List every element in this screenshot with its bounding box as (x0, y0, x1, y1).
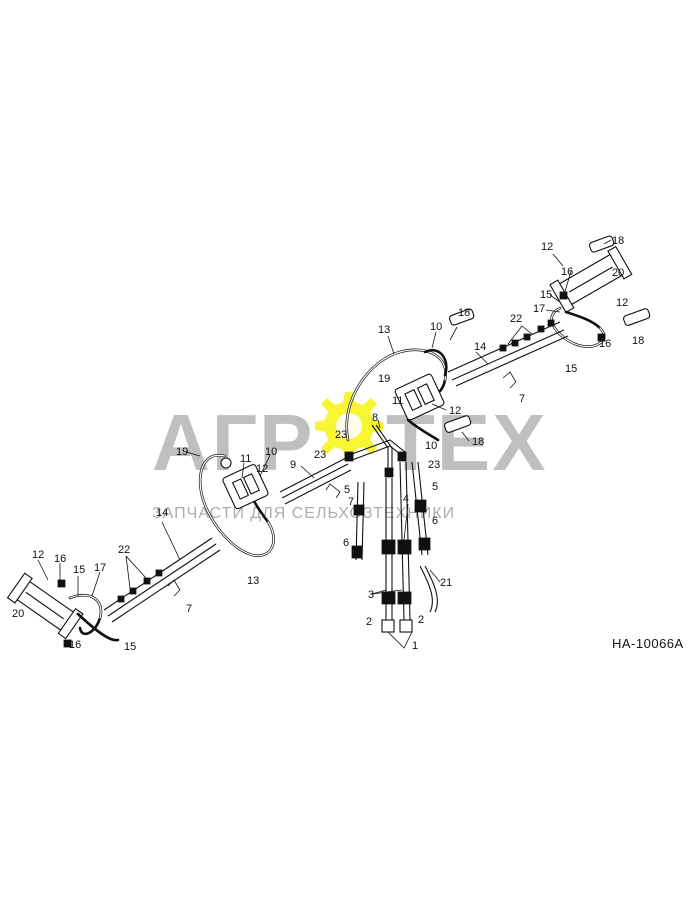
center-manifold-group (279, 424, 438, 649)
callout-label: 16 (561, 266, 573, 278)
callout-label: 1 (412, 640, 418, 652)
callout-label: 18 (458, 307, 470, 319)
right-valve-group (345, 348, 448, 442)
callout-label: 23 (335, 429, 347, 441)
callout-label: 20 (612, 267, 624, 279)
callout-label: 14 (474, 341, 486, 353)
callout-label: 12 (541, 241, 553, 253)
callout-label: 5 (344, 484, 350, 496)
callout-label: 10 (425, 440, 437, 452)
gear-icon (315, 392, 383, 460)
callout-label: 2 (418, 614, 424, 626)
callout-label: 10 (265, 446, 277, 458)
callout-label: 12 (616, 297, 628, 309)
left-cylinder-group (6, 572, 120, 648)
right-cylinder-group (444, 235, 651, 433)
callout-label: 15 (565, 363, 577, 375)
right-tube-group (447, 321, 569, 389)
callout-label: 16 (54, 553, 66, 565)
callout-label: 4 (403, 493, 409, 505)
callout-label: 8 (372, 412, 378, 424)
callout-label: 10 (430, 321, 442, 333)
callout-label: 13 (247, 575, 259, 587)
left-tube-group (103, 537, 221, 623)
callout-label: 13 (378, 324, 390, 336)
leader-lines (37, 239, 612, 597)
callout-label: 22 (118, 544, 130, 556)
callout-label: 3 (368, 589, 374, 601)
watermark-brand-left: АГР (152, 398, 314, 487)
callout-label: 22 (510, 313, 522, 325)
callout-label: 21 (440, 577, 452, 589)
callout-label: 7 (186, 603, 192, 615)
callout-label: 5 (432, 481, 438, 493)
callout-label: 12 (449, 405, 461, 417)
callout-label: 6 (432, 515, 438, 527)
callout-label: 12 (32, 549, 44, 561)
drawing-reference: HA-10066A (612, 636, 684, 651)
callout-label: 17 (533, 303, 545, 315)
callout-label: 6 (343, 537, 349, 549)
callout-label: 9 (290, 459, 296, 471)
callout-label: 19 (378, 373, 390, 385)
callout-label: 7 (519, 393, 525, 405)
callout-label: 15 (73, 564, 85, 576)
callout-label: 18 (632, 335, 644, 347)
callout-label: 18 (612, 235, 624, 247)
callout-label: 7 (348, 496, 354, 508)
callout-label: 16 (599, 338, 611, 350)
callout-label: 23 (314, 449, 326, 461)
callout-label: 14 (156, 507, 168, 519)
callout-label: 20 (12, 608, 24, 620)
callout-label: 11 (392, 395, 403, 407)
callout-labels: 1 2 2 3 4 5 5 6 6 7 7 7 8 9 10 10 10 11 … (12, 235, 644, 653)
callout-label: 18 (472, 436, 484, 448)
callout-label: 23 (428, 459, 440, 471)
callout-label: 16 (69, 639, 81, 651)
callout-label: 11 (240, 453, 251, 465)
left-valve-group (198, 453, 275, 558)
watermark-subtitle: ЗАПЧАСТИ ДЛЯ СЕЛЬХОЗТЕХНИКИ (152, 505, 455, 522)
callout-label: 12 (256, 463, 268, 475)
callout-label: 2 (366, 616, 372, 628)
callout-label: 17 (94, 562, 106, 574)
callout-label: 19 (176, 446, 188, 458)
callout-label: 15 (124, 641, 136, 653)
callout-label: 15 (540, 289, 552, 301)
